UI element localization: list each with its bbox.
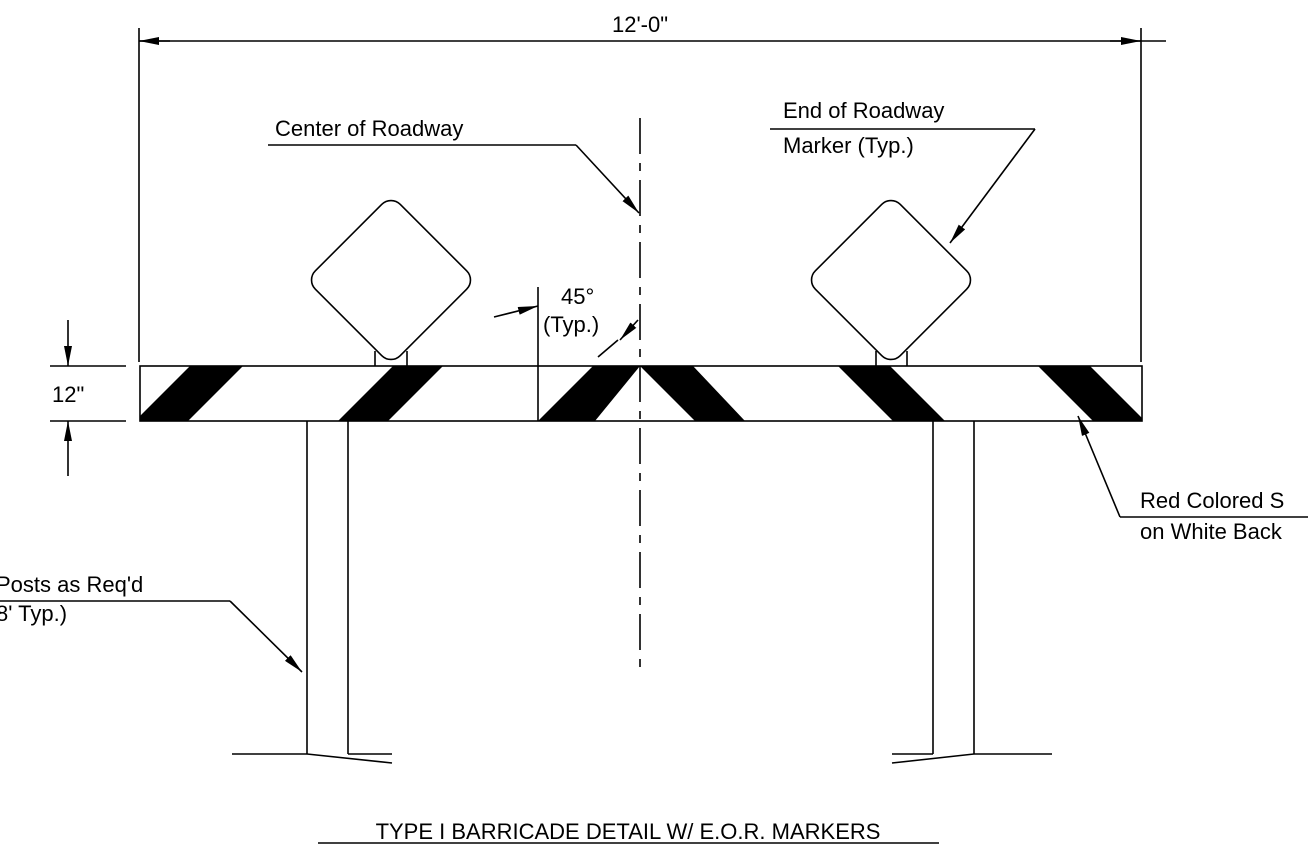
bar-height-label: 12" bbox=[52, 382, 84, 407]
post-left bbox=[232, 421, 393, 764]
angle-typ-label: (Typ.) bbox=[543, 312, 599, 337]
bar-height-dimension: 12" bbox=[50, 320, 126, 476]
posts-callout: Posts as Req'd 8' Typ.) bbox=[0, 572, 303, 673]
overall-width-dimension: 12'-0" bbox=[138, 12, 1166, 362]
stripe bbox=[640, 366, 745, 421]
angle-callout: 45° (Typ.) bbox=[493, 284, 639, 366]
posts-label-line1: Posts as Req'd bbox=[0, 572, 143, 597]
eor-marker-right bbox=[810, 199, 972, 361]
sign-support-stubs bbox=[374, 351, 908, 366]
stripe bbox=[538, 366, 640, 421]
barricade-rail bbox=[139, 365, 1143, 422]
stripe-color-callout: Red Colored S on White Back bbox=[1077, 415, 1308, 544]
eor-marker-callout: End of Roadway Marker (Typ.) bbox=[770, 98, 1036, 244]
angle-label: 45° bbox=[561, 284, 594, 309]
detail-title-text: TYPE I BARRICADE DETAIL W/ E.O.R. MARKER… bbox=[376, 819, 881, 844]
stripe bbox=[1038, 366, 1142, 421]
eor-label-line2: Marker (Typ.) bbox=[783, 133, 914, 158]
detail-title: TYPE I BARRICADE DETAIL W/ E.O.R. MARKER… bbox=[318, 819, 939, 844]
stripe bbox=[140, 366, 243, 421]
stripe bbox=[838, 366, 945, 421]
posts-label-line2: 8' Typ.) bbox=[0, 601, 67, 626]
center-of-roadway-callout: Center of Roadway bbox=[268, 116, 640, 214]
stripe bbox=[338, 366, 443, 421]
stripe-label-line2: on White Back bbox=[1140, 519, 1283, 544]
eor-label-line1: End of Roadway bbox=[783, 98, 944, 123]
stripe-label-line1: Red Colored S bbox=[1140, 488, 1284, 513]
eor-marker-left bbox=[310, 199, 472, 361]
overall-width-label: 12'-0" bbox=[612, 12, 668, 37]
post-right bbox=[891, 421, 1052, 764]
center-of-roadway-label: Center of Roadway bbox=[275, 116, 463, 141]
